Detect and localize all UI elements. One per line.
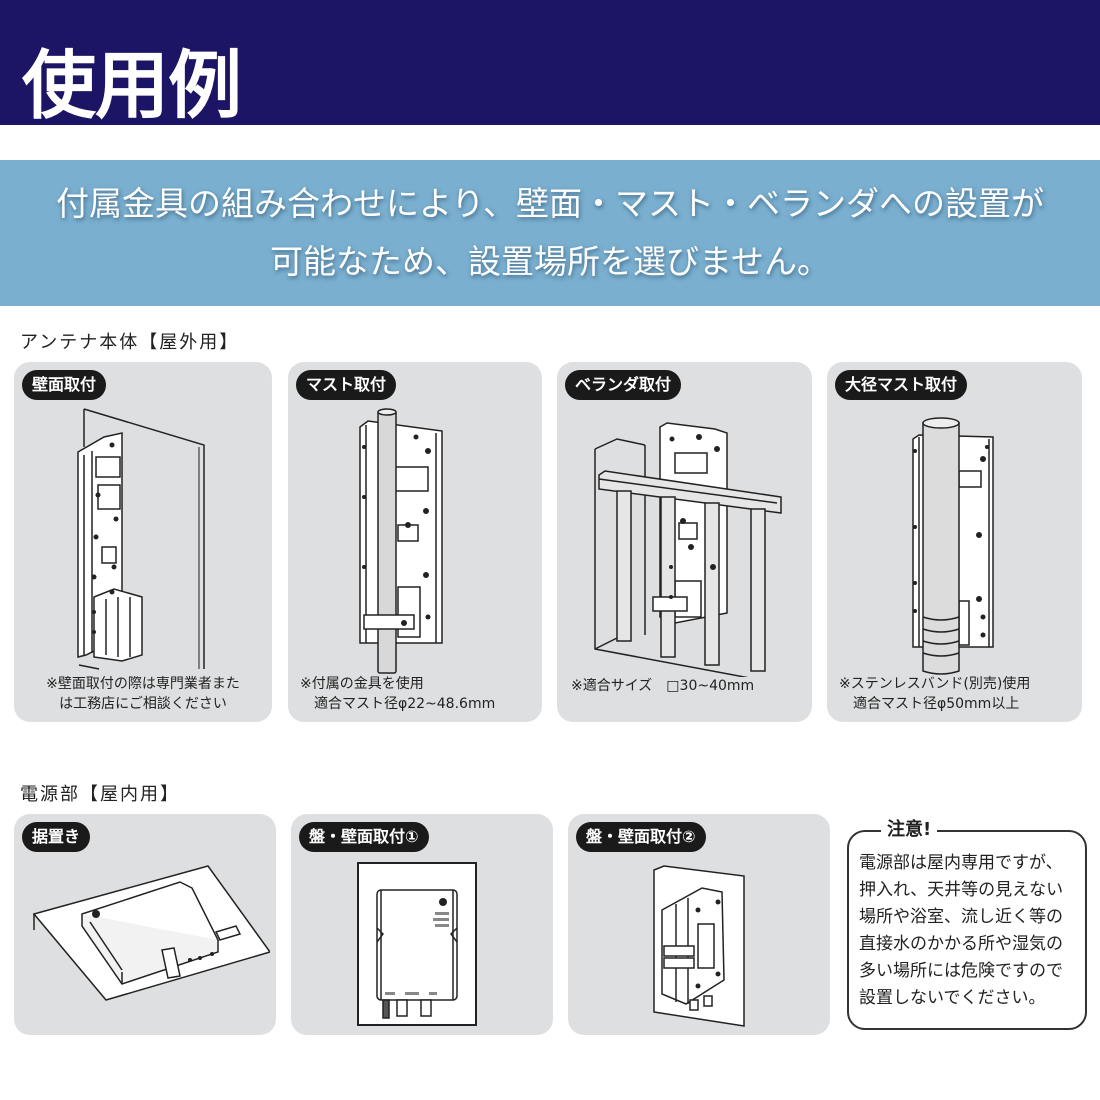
card-mast-mount: マスト取付 ※付属の金具を使用 適合マスト径φ22~48.6mm [288,362,542,722]
card-veranda-mount: ベランダ取付 ※適合サイズ □30~40mm [557,362,812,722]
card-panel-wall-mount-2: 盤・壁面取付② [568,814,830,1035]
card-label: 大径マスト取付 [835,370,968,400]
caution-title: 注意! [881,818,938,842]
card-large-mast-mount: 大径マスト取付 ※ステンレスバンド(別売)使用 適合マスト径φ50mm以上 [827,362,1082,722]
intro-banner: 付属金具の組み合わせにより、壁面・マスト・ベランダへの設置が 可能なため、設置場… [0,160,1100,306]
card-caption: ※ステンレスバンド(別売)使用 適合マスト径φ50mm以上 [839,676,1031,712]
card-wall-mount: 壁面取付 ※壁面取付の際は専門業者また は工務店にご相談ください [14,362,272,722]
card-label: マスト取付 [296,370,397,400]
panel-wall-mount-side-illustration [653,865,745,1027]
card-panel-wall-mount-1: 盤・壁面取付① [291,814,553,1035]
antenna-section-label: アンテナ本体【屋外用】 [20,332,240,353]
tabletop-placement-illustration [32,865,270,1001]
card-caption: ※壁面取付の際は専門業者また は工務店にご相談ください [46,676,240,712]
caution-notice: 注意! 電源部は屋内専用ですが、 押入れ、天井等の見えない 場所や浴室、流し近く… [847,818,1087,1030]
card-label: 盤・壁面取付② [576,822,706,852]
banner-line-2: 可能なため、設置場所を選びません。 [269,242,830,281]
card-label: 壁面取付 [22,370,107,400]
mast-mount-illustration [359,408,443,674]
card-caption: ※適合サイズ □30~40mm [571,678,755,694]
large-mast-mount-illustration [912,417,994,675]
card-tabletop-placement: 据置き [14,814,276,1035]
veranda-mount-illustration [594,422,782,677]
wall-mount-illustration [77,408,205,670]
card-label: 盤・壁面取付① [299,822,429,852]
page-header: 使用例 [0,0,1100,129]
power-section-label: 電源部【屋内用】 [20,784,180,805]
card-label: 据置き [22,822,91,852]
banner-line-1: 付属金具の組み合わせにより、壁面・マスト・ベランダへの設置が [55,184,1045,223]
caution-body: 電源部は屋内専用ですが、 押入れ、天井等の見えない 場所や浴室、流し近く等の 直… [859,853,1064,1008]
card-caption: ※付属の金具を使用 適合マスト径φ22~48.6mm [300,676,496,712]
page-title: 使用例 [22,43,242,129]
panel-wall-mount-front-illustration [357,862,477,1026]
card-label: ベランダ取付 [565,370,682,400]
